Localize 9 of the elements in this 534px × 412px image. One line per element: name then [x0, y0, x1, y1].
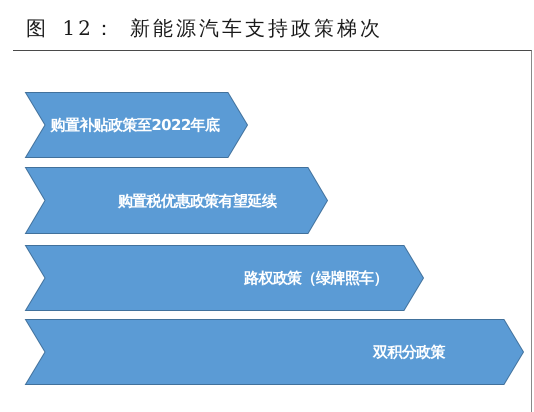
policy-label: 双积分政策 [373, 342, 445, 362]
figure-title: 图 12： 新能源汽车支持政策梯次 [26, 15, 384, 42]
policy-banner [25, 92, 248, 158]
policy-label: 购置补贴政策至2022年底 [50, 115, 220, 135]
policy-label: 购置税优惠政策有望延续 [118, 190, 276, 210]
policy-banner [25, 319, 524, 385]
policy-banner [25, 245, 424, 311]
policy-label: 路权政策（绿牌照车） [244, 268, 388, 288]
policy-banner [25, 167, 328, 234]
